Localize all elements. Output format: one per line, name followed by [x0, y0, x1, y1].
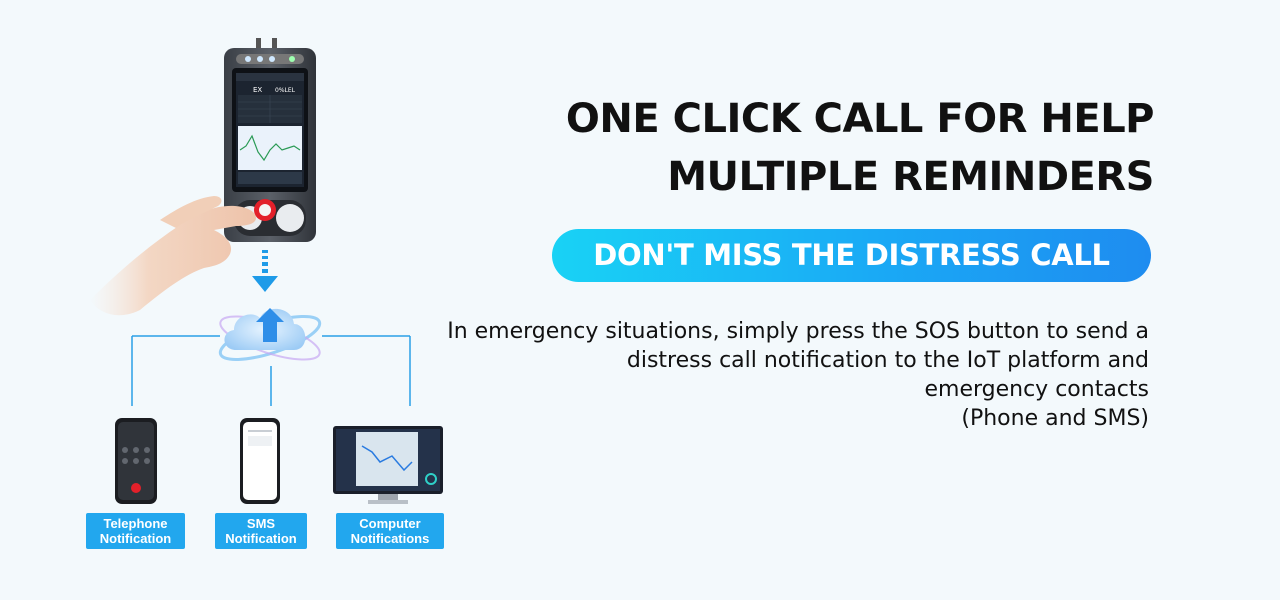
cloud-upload-icon — [218, 308, 322, 361]
description-line-3: emergency contacts — [924, 377, 1149, 402]
hand-icon — [90, 196, 256, 316]
computer-notifications-label: Computer Notifications — [336, 513, 444, 549]
device-gas-label: EX — [253, 86, 262, 94]
label-line-1: Computer — [359, 516, 421, 531]
sms-notification-label: SMS Notification — [215, 513, 307, 549]
label-line-1: SMS — [246, 516, 276, 531]
label-line-2: Notifications — [350, 531, 430, 546]
headline: ONE CLICK CALL FOR HELP MULTIPLE REMINDE… — [565, 90, 1155, 206]
phone-icon — [115, 418, 157, 504]
label-line-2: Notification — [99, 531, 172, 546]
telephone-notification-label: Telephone Notification — [86, 513, 185, 549]
description-line-4: (Phone and SMS) — [961, 406, 1149, 431]
device-gas-value: 0%LEL — [275, 87, 296, 94]
distress-call-banner: DON'T MISS THE DISTRESS CALL — [552, 229, 1151, 282]
headline-line-1: ONE CLICK CALL FOR HELP — [565, 96, 1155, 142]
sms-phone-icon — [240, 418, 280, 504]
description-line-1: In emergency situations, simply press th… — [447, 319, 1149, 344]
connector-lines — [131, 335, 411, 406]
label-line-1: Telephone — [103, 516, 168, 531]
label-line-2: Notification — [225, 531, 297, 546]
gas-detector-device — [224, 38, 316, 242]
arrow-down-icon — [252, 250, 278, 292]
monitor-icon — [333, 426, 443, 504]
headline-line-2: MULTIPLE REMINDERS — [667, 154, 1154, 200]
description-line-2: distress call notification to the IoT pl… — [626, 348, 1149, 373]
description: In emergency situations, simply press th… — [349, 317, 1149, 433]
